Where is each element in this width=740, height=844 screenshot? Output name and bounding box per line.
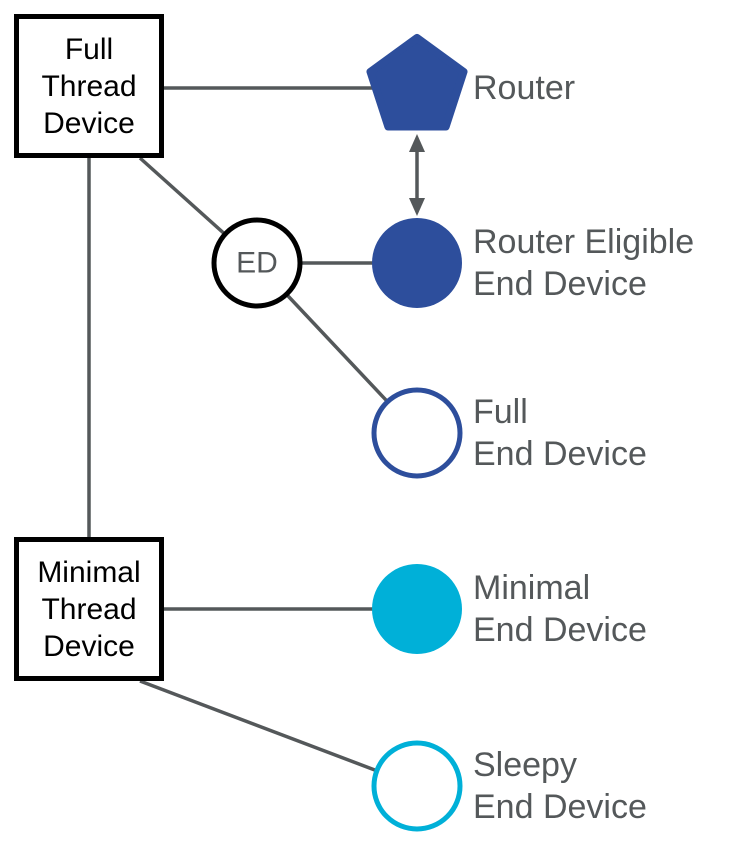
full-end-device-label: Full End Device: [473, 393, 647, 473]
full-end-device-icon: [371, 387, 463, 479]
router-label: Router: [473, 69, 576, 107]
router-eligible-end-device-icon: [372, 218, 462, 308]
arrow-head-up-icon: [409, 134, 425, 152]
router-pentagon-icon: [366, 34, 468, 131]
minimal-thread-device-label: Minimal Thread Device: [37, 555, 141, 663]
arrow-head-down-icon: [409, 198, 425, 216]
minimal-end-device-icon: [372, 564, 462, 654]
edge-mtd-to-sleepy-end-device: [139, 679, 418, 788]
ed-node-label: ED: [236, 247, 278, 280]
full-thread-device-box: Full Thread Device: [14, 14, 164, 158]
ed-node-icon: [211, 217, 303, 309]
minimal-thread-device-box: Minimal Thread Device: [14, 537, 164, 681]
minimal-end-device-label: Minimal End Device: [473, 569, 647, 649]
sleepy-end-device-label: Sleepy End Device: [473, 746, 647, 826]
sleepy-end-device-icon: [371, 740, 463, 832]
full-thread-device-label: Full Thread Device: [41, 32, 137, 140]
router-eligible-end-device-label: Router Eligible End Device: [473, 223, 695, 303]
